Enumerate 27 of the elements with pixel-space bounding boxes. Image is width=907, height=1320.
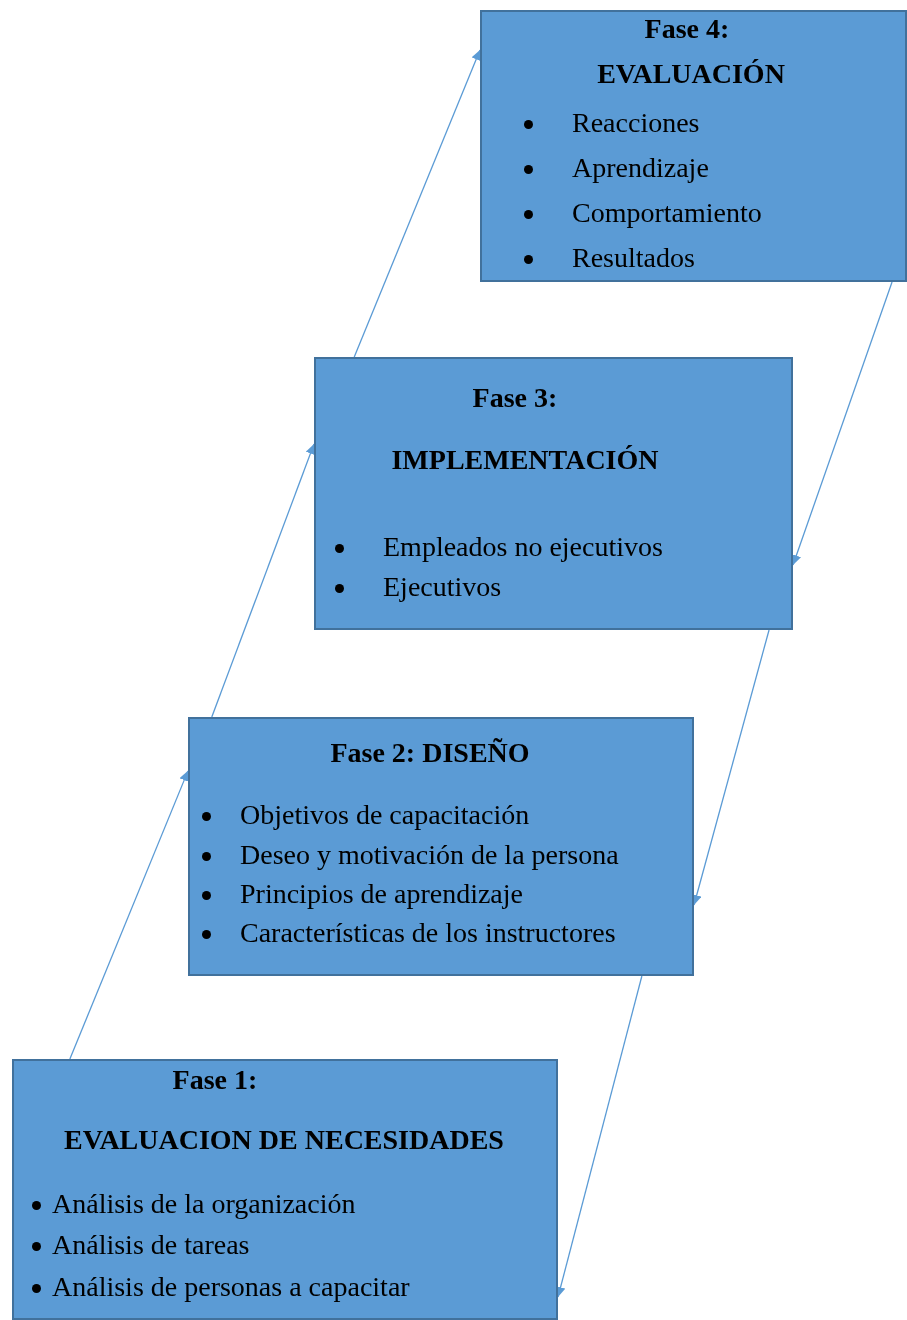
bullet-item: Objetivos de capacitación xyxy=(240,798,530,832)
phase-box xyxy=(12,1059,558,1320)
phase-box xyxy=(480,10,907,282)
bullet-item: Resultados xyxy=(572,241,695,275)
phase-heading: Fase 1: xyxy=(172,1063,258,1097)
phase-heading: EVALUACION DE NECESIDADES xyxy=(64,1123,504,1157)
bullet-item: Aprendizaje xyxy=(572,151,709,185)
bullet-item: Reacciones xyxy=(572,106,700,140)
phase-heading: Fase 4: xyxy=(644,12,730,46)
phase-box xyxy=(314,357,793,630)
bullet-item: Deseo y motivación de la persona xyxy=(240,838,619,872)
bullet-item: Ejecutivos xyxy=(383,570,502,604)
phase-heading: Fase 2: DISEÑO xyxy=(330,736,530,770)
bullet-item: Principios de aprendizaje xyxy=(240,877,523,911)
bullet-item: Empleados no ejecutivos xyxy=(383,530,663,564)
bullet-item: Análisis de la organización xyxy=(52,1187,356,1221)
bullet-item: Análisis de tareas xyxy=(52,1228,250,1262)
bullet-item: Características de los instructores xyxy=(240,916,616,950)
arrow xyxy=(211,443,316,718)
bullet-item: Comportamiento xyxy=(572,196,762,230)
phase-box xyxy=(188,717,694,976)
phase-heading: EVALUACIÓN xyxy=(597,57,785,91)
arrow xyxy=(69,770,189,1060)
bullet-item: Análisis de personas a capacitar xyxy=(52,1270,410,1304)
phase-heading: IMPLEMENTACIÓN xyxy=(391,443,659,477)
arrow xyxy=(353,49,481,358)
phase-heading: Fase 3: xyxy=(472,381,558,415)
